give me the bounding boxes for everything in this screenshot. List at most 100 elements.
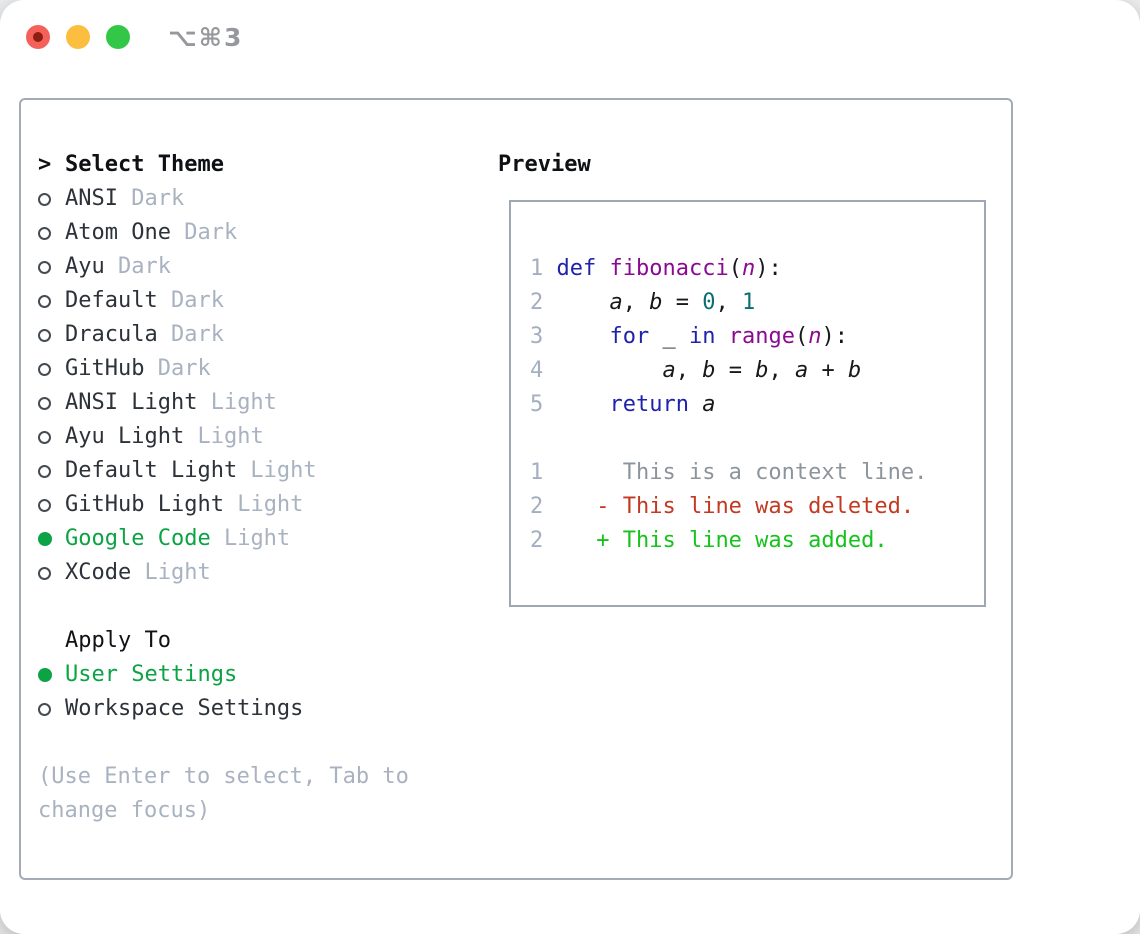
theme-name: GitHub — [65, 356, 145, 381]
preview-heading: Preview — [498, 152, 591, 177]
code-token-fn: fibonacci — [609, 256, 729, 281]
code-token-var: a — [794, 358, 809, 383]
code-token-pln: ( — [794, 324, 809, 349]
code-token-num: 1 — [741, 290, 756, 315]
theme-option-ansi[interactable]: ANSI Dark — [38, 182, 409, 216]
code-token-pln: + — [808, 358, 848, 383]
theme-variant-tag: Dark — [170, 220, 238, 245]
close-button[interactable] — [26, 25, 50, 49]
code-token-var: a — [609, 290, 623, 315]
theme-name: GitHub Light — [65, 492, 224, 517]
theme-name: XCode — [65, 560, 132, 585]
code-token-pln — [557, 358, 663, 383]
header-caret-cell: > — [38, 148, 65, 182]
radio-unselected-icon — [38, 362, 51, 376]
apply-to-title: Apply To — [65, 628, 171, 653]
radio-cell — [38, 216, 65, 250]
code-token-pln: ): — [821, 324, 848, 349]
radio-unselected-icon — [38, 498, 51, 512]
theme-name: ANSI — [65, 186, 118, 211]
code-line: 5 return a — [530, 388, 984, 422]
code-token-var: b — [847, 358, 862, 383]
theme-name: Atom One — [65, 220, 171, 245]
theme-variant-tag: Dark — [157, 288, 224, 313]
theme-option-atom-one[interactable]: Atom One Dark — [38, 216, 409, 250]
theme-variant-tag: Dark — [104, 254, 171, 279]
theme-name: Google Code — [65, 526, 211, 551]
minimize-button[interactable] — [66, 25, 90, 49]
code-token-pln — [543, 494, 596, 519]
code-token-pln — [557, 392, 610, 417]
radio-unselected-icon — [38, 294, 51, 308]
code-token-pln: , — [622, 290, 650, 315]
code-token-var: a — [702, 392, 716, 417]
empty-prefix-cell — [38, 624, 65, 658]
code-line: 1 def fibonacci(n): — [530, 252, 984, 286]
code-token-param: n — [741, 256, 756, 281]
theme-name: ANSI Light — [65, 390, 198, 415]
radio-selected-icon — [38, 668, 52, 682]
code-token-kw: return — [609, 392, 689, 417]
radio-cell — [38, 318, 65, 352]
radio-cell — [38, 658, 65, 692]
radio-unselected-icon — [38, 192, 51, 206]
radio-cell — [38, 522, 65, 556]
code-token-lno: 5 — [530, 392, 557, 417]
theme-option-github[interactable]: GitHub Dark — [38, 352, 409, 386]
code-token-pln — [557, 324, 610, 349]
code-token-pln: , — [768, 358, 795, 383]
theme-option-ayu[interactable]: Ayu Dark — [38, 250, 409, 284]
code-token-pln — [715, 324, 728, 349]
apply-option-workspace-settings[interactable]: Workspace Settings — [38, 692, 409, 726]
code-token-lno: 2 — [530, 494, 544, 519]
code-token-kw: for — [609, 324, 650, 349]
spacer — [38, 590, 409, 624]
theme-variant-tag: Light — [223, 492, 304, 517]
help-text: change focus) — [38, 798, 211, 823]
maximize-button[interactable] — [106, 25, 130, 49]
code-line: 4 a, b = b, a + b — [530, 354, 984, 388]
code-line — [530, 422, 984, 456]
code-token-var: b — [649, 290, 663, 315]
theme-option-ansi-light[interactable]: ANSI Light Light — [38, 386, 409, 420]
code-line: 3 for _ in range(n): — [530, 320, 984, 354]
theme-name: Default — [65, 288, 158, 313]
code-token-num: 0 — [702, 290, 716, 315]
code-token-add: + This line was added. — [596, 528, 888, 553]
theme-name: Ayu Light — [65, 424, 185, 449]
radio-unselected-icon — [38, 226, 51, 240]
apply-option-user-settings[interactable]: User Settings — [38, 658, 409, 692]
code-line: 2 a, b = 0, 1 — [530, 286, 984, 320]
code-token-pln — [557, 290, 610, 315]
theme-variant-tag: Light — [237, 458, 317, 483]
theme-option-google-code[interactable]: Google Code Light — [38, 522, 409, 556]
radio-unselected-icon — [38, 702, 51, 716]
code-token-lno: 4 — [530, 358, 557, 383]
theme-option-xcode[interactable]: XCode Light — [38, 556, 409, 590]
radio-unselected-icon — [38, 328, 51, 342]
theme-name: Ayu — [65, 254, 105, 279]
theme-option-ayu-light[interactable]: Ayu Light Light — [38, 420, 409, 454]
theme-option-default[interactable]: Default Dark — [38, 284, 409, 318]
theme-option-github-light[interactable]: GitHub Light Light — [38, 488, 409, 522]
theme-variant-tag: Light — [184, 424, 264, 449]
apply-to-header: Apply To — [38, 624, 409, 658]
theme-option-dracula[interactable]: Dracula Dark — [38, 318, 409, 352]
code-token-var: b — [755, 358, 769, 383]
apply-option-name: Workspace Settings — [65, 696, 304, 721]
radio-unselected-icon — [38, 396, 51, 410]
theme-list-title: Select Theme — [65, 152, 224, 177]
code-token-pln: ( — [728, 256, 742, 281]
code-token-del: - This line was deleted. — [596, 494, 915, 519]
theme-name: Default Light — [65, 458, 238, 483]
code-token-lno: 1 — [530, 460, 544, 485]
caret-icon: > — [38, 152, 52, 177]
radio-unselected-icon — [38, 430, 51, 444]
radio-cell — [38, 352, 65, 386]
code-token-pln: , — [675, 358, 703, 383]
radio-unselected-icon — [38, 260, 51, 274]
theme-option-default-light[interactable]: Default Light Light — [38, 454, 409, 488]
